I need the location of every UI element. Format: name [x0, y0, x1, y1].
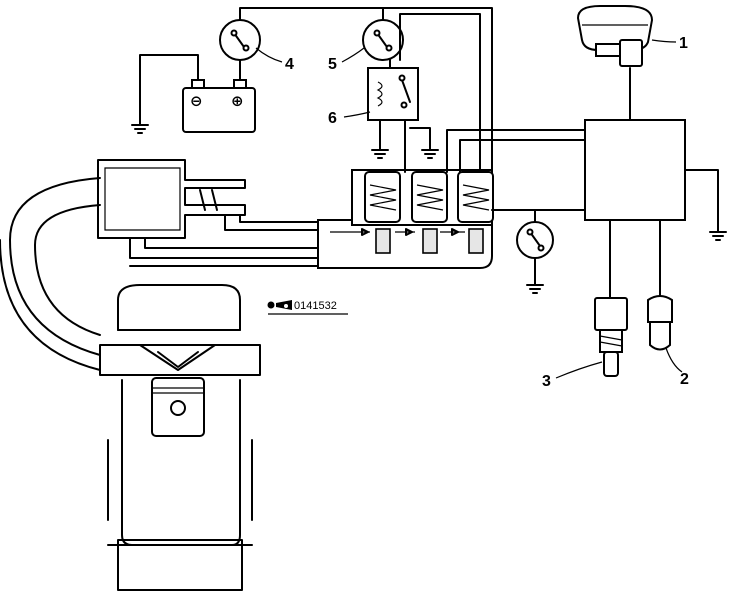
- leader-lines: [255, 39, 683, 379]
- vacuum-hoses: [129, 214, 319, 267]
- diagnostic-connector: [576, 5, 654, 67]
- callout-1: 1: [679, 35, 688, 52]
- solenoid-valve-3: [457, 171, 494, 254]
- coolant-temperature-sensor: [594, 297, 628, 377]
- callout-5: 5: [328, 56, 337, 73]
- battery-negative-symbol: ⊖: [190, 92, 203, 110]
- wiring: [239, 7, 586, 211]
- callout-2: 2: [680, 371, 689, 388]
- relay: [367, 67, 419, 159]
- control-unit: [584, 67, 727, 299]
- callout-3: 3: [542, 373, 551, 390]
- solenoid-valve-block: [317, 169, 494, 269]
- solenoid-valve-1: [364, 171, 401, 254]
- engine-cylinder: [99, 284, 261, 591]
- intake-manifold: [0, 159, 246, 371]
- figure-code: 0141532: [267, 300, 348, 315]
- air-temperature-sensor: [647, 295, 673, 351]
- svg-text:0141532: 0141532: [294, 300, 337, 312]
- battery-positive-symbol: ⊕: [231, 92, 244, 110]
- callout-4: 4: [285, 56, 294, 73]
- solenoid-valve-2: [411, 171, 448, 254]
- battery: ⊖ ⊕: [131, 54, 256, 134]
- camera-icon: [267, 300, 292, 310]
- callout-6: 6: [328, 110, 337, 127]
- temperature-switch: [516, 209, 554, 294]
- ignition-switch: [219, 19, 261, 61]
- main-relay-switch: [362, 19, 404, 61]
